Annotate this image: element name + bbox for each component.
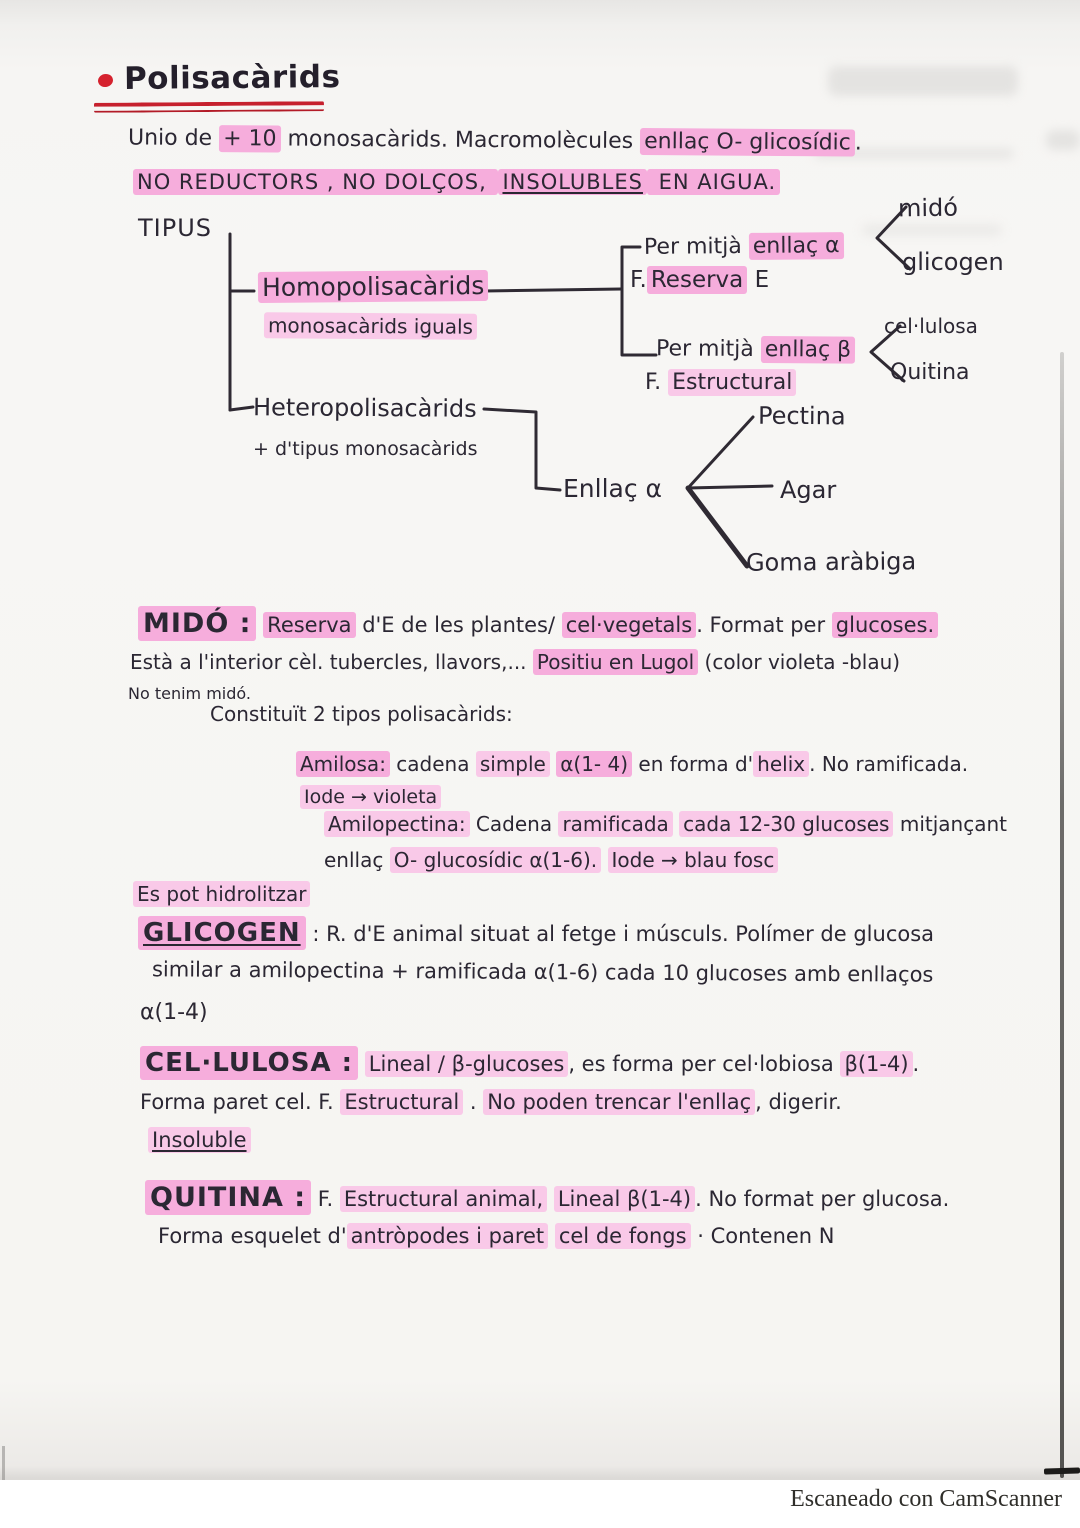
amilopectina-line-2: enllaç O- glucosídic α(1-6). Iode → blau… — [324, 847, 779, 873]
section-glicogen-line-2: α(1-4) — [140, 1000, 208, 1025]
section-cellulosa-heading: CEL·LULOSA : — [140, 1046, 359, 1080]
section-cellulosa-line-2: Insoluble — [148, 1127, 251, 1153]
node-heteropolisacarids-sub: + d'tipus monosacàrids — [253, 438, 478, 460]
section-quitina-line-1: Forma esquelet d'antròpodes i paret cel … — [158, 1223, 835, 1249]
section-cellulosa-line-0: Lineal / β-glucoses, es forma per cel·lo… — [364, 1051, 919, 1077]
leaf-quitina: Quitina — [890, 360, 970, 385]
tree-root-label: TIPUS — [138, 214, 213, 242]
section-glicogen-line-0: : R. d'E animal situat al fetge i múscul… — [312, 922, 935, 946]
section-mido-heading: MIDÓ : — [138, 606, 257, 641]
section-quitina-line-0: F. Estructural animal, Lineal β(1-4). No… — [317, 1186, 950, 1212]
node-enllac-alpha: Enllaç α — [563, 474, 663, 503]
section-mido-line-0: Reserva d'E de les plantes/ cel·vegetals… — [263, 612, 939, 638]
intro-line-2: NO REDUCTORS , NO DOLÇOS, INSOLUBLES EN … — [133, 169, 781, 195]
leaf-agar: Agar — [780, 476, 837, 504]
page-edge-shadow-right — [1060, 352, 1064, 1478]
leaf-mido: midó — [897, 193, 959, 223]
section-mido-title-line: MIDÓ : Reserva d'E de les plantes/ cel·v… — [138, 606, 939, 641]
hidrolitzar-note: Es pot hidrolitzar — [133, 881, 311, 907]
branch-beta-label: Per mitjà enllaç β — [656, 336, 856, 364]
section-quitina-title-line: QUITINA : F. Estructural animal, Lineal … — [145, 1180, 950, 1215]
amilosa-line-2: Iode → violeta — [300, 785, 442, 809]
node-homopolisacarids-sub: monosacàrids iguals — [263, 312, 478, 340]
scanner-credit: Escaneado con CamScanner — [790, 1486, 1062, 1512]
section-quitina-heading: QUITINA : — [145, 1180, 312, 1215]
section-mido-line-1: Està a l'interior cèl. tubercles, llavor… — [130, 649, 901, 675]
scan-bleedthrough-artifact — [828, 66, 1018, 96]
amilosa-line-1: Amilosa: cadena simple α(1- 4) en forma … — [296, 751, 968, 777]
leaf-glicogen: glicogen — [902, 248, 1004, 276]
scan-background — [0, 1480, 1080, 1528]
intro-line-1: Unio de + 10 monosacàrids. Macromolècule… — [127, 125, 862, 157]
section-cellulosa-line-1: Forma paret cel. F. Estructural . No pod… — [140, 1089, 842, 1115]
node-homopolisacarids: Homopolisacàrids — [257, 269, 489, 304]
branch-alpha-function: F.Reserva E — [630, 266, 770, 294]
section-glicogen-heading: GLICOGEN — [138, 916, 306, 950]
leaf-pectina: Pectina — [757, 401, 846, 431]
title-underline — [93, 101, 325, 113]
scan-bleedthrough-artifact — [814, 148, 1014, 159]
section-cellulosa-title-line: CEL·LULOSA : Lineal / β-glucoses, es for… — [140, 1046, 919, 1080]
section-mido-line-3: Constituït 2 tipos polisacàrids: — [210, 702, 513, 726]
leaf-goma-arabiga: Goma aràbiga — [745, 547, 917, 577]
section-mido-line-2: No tenim midó. — [128, 684, 251, 703]
page-corner-mark — [1043, 1467, 1080, 1475]
branch-beta-function: F. Estructural — [645, 369, 797, 396]
branch-alpha-label: Per mitjà enllaç α — [644, 232, 844, 261]
page-edge-tick-left — [2, 1446, 5, 1480]
page-title: Polisacàrids — [123, 59, 341, 97]
amilopectina-line-1: Amilopectina: Cadena ramificada cada 12-… — [324, 811, 1007, 837]
leaf-cellulosa: cel·lulosa — [884, 314, 978, 338]
scan-bleedthrough-artifact — [1046, 130, 1080, 150]
scan-bleedthrough-artifact — [862, 224, 1002, 236]
section-glicogen-title-line: GLICOGEN : R. d'E animal situat al fetge… — [138, 916, 935, 950]
node-heteropolisacarids: Heteropolisacàrids — [252, 393, 477, 423]
